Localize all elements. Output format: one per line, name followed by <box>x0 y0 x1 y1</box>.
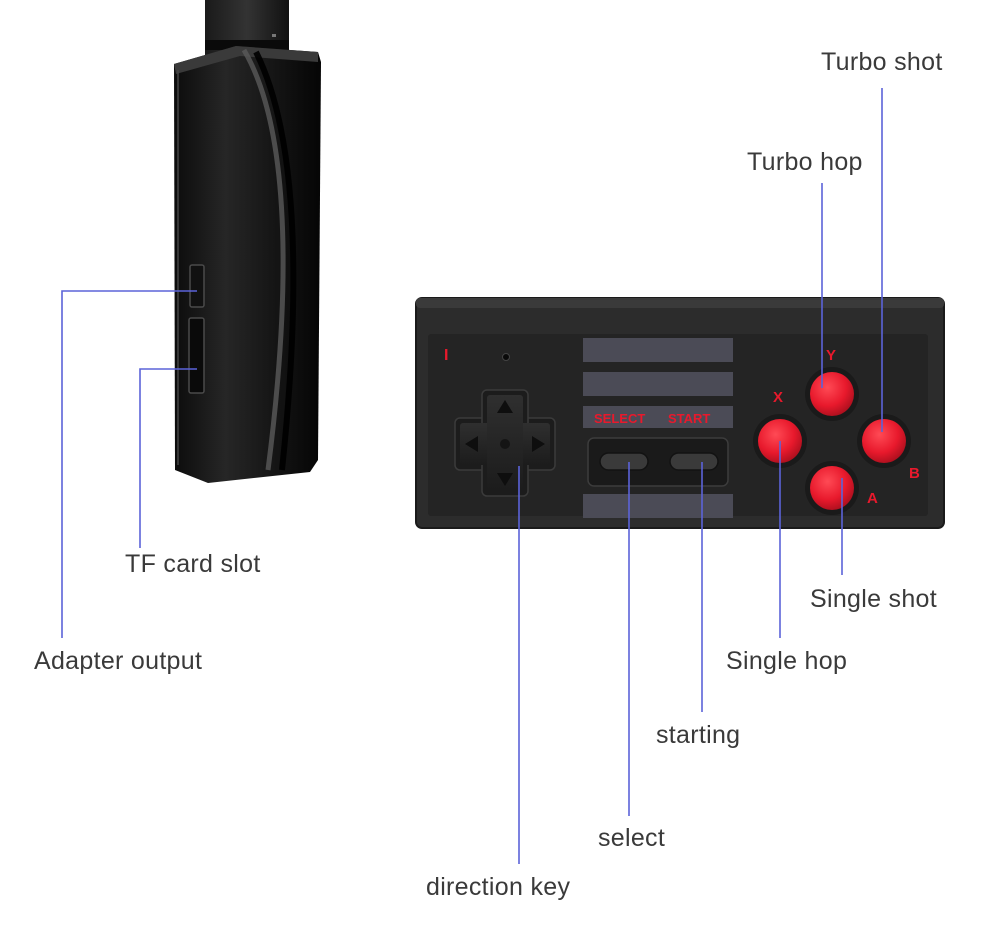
a-button-letter: A <box>867 490 878 507</box>
turbo-hop-label: Turbo hop <box>747 148 863 176</box>
select-start-well <box>587 437 729 487</box>
select-label: select <box>598 824 666 852</box>
a-button[interactable] <box>810 466 854 510</box>
stripe-1 <box>583 338 733 362</box>
direction-key-label: direction key <box>426 873 571 901</box>
y-button-letter: Y <box>826 347 836 364</box>
adapter-output-line <box>61 290 197 638</box>
starting-label: starting <box>656 721 741 749</box>
stripe-4 <box>583 494 733 518</box>
controller: I SELECT START <box>415 297 945 529</box>
b-button[interactable] <box>862 419 906 463</box>
stripe-2 <box>583 372 733 396</box>
y-button[interactable] <box>810 372 854 416</box>
start-button[interactable] <box>669 452 719 471</box>
stripe-3 <box>583 406 733 428</box>
tf-card-line <box>139 368 197 548</box>
tf-card-slot-opening <box>188 317 205 394</box>
player-mark: I <box>444 347 448 364</box>
game-stick <box>174 0 321 483</box>
dpad-center <box>500 439 510 449</box>
dpad-left-arrow-icon <box>465 436 478 452</box>
indicator-led <box>502 353 510 361</box>
select-button[interactable] <box>599 452 649 471</box>
dpad-down-arrow-icon <box>497 473 513 486</box>
single-hop-label: Single hop <box>726 647 848 675</box>
plug-collar <box>205 40 289 50</box>
single-shot-label: Single shot <box>810 585 937 613</box>
stick-curve-highlight <box>241 48 286 471</box>
stick-top-edge <box>174 46 318 74</box>
start-text: START <box>668 411 710 426</box>
turbo-shot-label: Turbo shot <box>821 48 943 76</box>
dpad-right-arrow-icon <box>532 436 545 452</box>
select-text: SELECT <box>594 411 645 426</box>
x-button-letter: X <box>773 389 783 406</box>
tf-card-slot-label: TF card slot <box>125 550 261 578</box>
b-button-letter: B <box>909 465 920 482</box>
direction-pad[interactable] <box>454 389 556 497</box>
callout-lines <box>61 88 883 864</box>
adapter-port <box>189 264 205 308</box>
controller-top-edge <box>416 298 944 308</box>
dpad-up-arrow-icon <box>497 400 513 413</box>
stick-curve-shadow <box>253 50 297 471</box>
plug-dot <box>272 34 276 37</box>
adapter-output-label: Adapter output <box>34 647 203 675</box>
